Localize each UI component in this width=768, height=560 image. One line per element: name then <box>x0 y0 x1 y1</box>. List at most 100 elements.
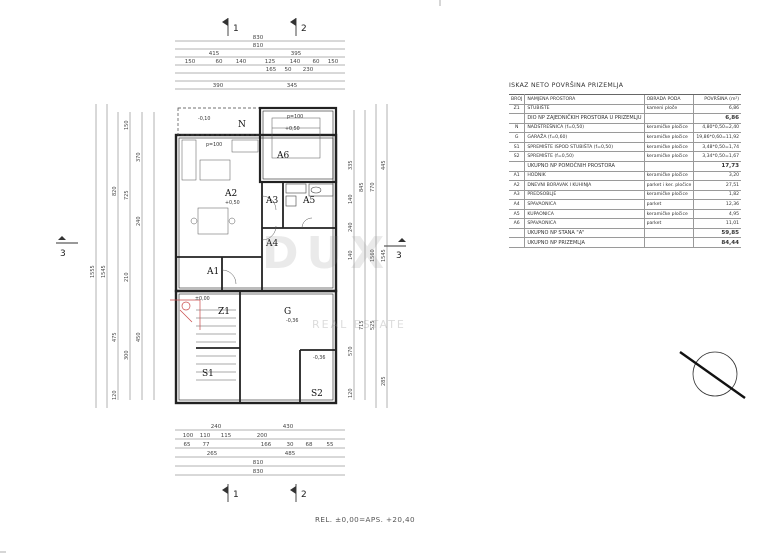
dim-bottom-115: 115 <box>221 433 232 439</box>
cell-area: 1,82 <box>693 190 742 201</box>
cell-no: S2 <box>509 151 526 162</box>
terrace-outline <box>177 107 261 136</box>
cell-no: A4 <box>509 199 526 210</box>
section-mark-1-top: 1 <box>233 24 239 34</box>
section-mark-1-bottom: 1 <box>233 490 239 500</box>
cell-name: DIO NP ZAJEDNIČKIH PROSTORA U PRIZEMLJU <box>524 113 645 124</box>
dim-top-390: 390 <box>213 83 224 89</box>
level-living-p: p=100 <box>206 142 222 148</box>
header-no: BROJ <box>509 94 526 105</box>
bottom-dimension-lines <box>175 429 345 476</box>
dim-right-715: 715 <box>359 320 365 330</box>
cell-floor: keramičke pločice <box>643 151 694 162</box>
dim-top-60b: 60 <box>313 59 320 65</box>
dim-left-1545: 1545 <box>101 265 107 278</box>
cell-name: SPREMIŠTE (f=0,50) <box>524 151 645 162</box>
cell-area: 6,86 <box>693 104 742 115</box>
dim-top-230: 230 <box>303 67 314 73</box>
entrance-detail <box>170 299 201 330</box>
table-title: ISKAZ NETO POVRŠINA PRIZEMLJA <box>509 82 624 89</box>
dim-right-335: 335 <box>348 160 354 170</box>
room-label-g: G <box>284 307 291 317</box>
cell-area: 59,85 <box>693 228 742 239</box>
dim-bottom-200: 200 <box>257 433 268 439</box>
level-entrance: ±0,00 <box>195 296 210 302</box>
dim-bottom-485: 485 <box>285 451 296 457</box>
door-swings <box>221 195 313 285</box>
cell-no <box>509 228 526 239</box>
bathroom-fixtures <box>285 183 334 207</box>
cell-name: DNEVNI BORAVAK I KUHINJA <box>524 180 645 191</box>
cell-floor: keramičke pločice <box>643 142 694 153</box>
room-label-z1: Z1 <box>218 307 230 317</box>
dim-left-475: 475 <box>112 332 118 342</box>
dim-top-140: 140 <box>236 59 247 65</box>
section-mark-2-bottom: 2 <box>301 490 307 500</box>
cell-floor: keramičke pločice <box>643 123 694 134</box>
cell-no: S1 <box>509 142 526 153</box>
cell-floor <box>643 161 694 172</box>
cell-area: 27,51 <box>693 180 742 191</box>
dim-right-120: 120 <box>348 388 354 398</box>
cell-floor <box>643 113 694 124</box>
watermark-subtitle: REAL ESTATE <box>312 318 406 331</box>
dim-top-810: 810 <box>253 43 264 49</box>
watermark-logo: DUX <box>262 228 393 279</box>
cell-no: G <box>509 132 526 143</box>
dim-right-770: 770 <box>370 182 376 192</box>
dim-top-395: 395 <box>291 51 302 57</box>
cell-no <box>509 161 526 172</box>
dim-right-845: 845 <box>359 182 365 192</box>
cell-no: A6 <box>509 218 526 229</box>
room-label-a1: A1 <box>206 267 219 277</box>
cell-name: GARAŽA (f=0,60) <box>524 132 645 143</box>
dim-top-165: 165 <box>266 67 277 73</box>
dim-left-240: 240 <box>136 216 142 226</box>
cell-area: 6,86 <box>693 113 742 124</box>
dim-bottom-65: 65 <box>184 442 191 448</box>
cell-floor: parket <box>643 218 694 229</box>
cell-name: SPREMIŠTE ISPOD STUBIŠTA (f=0,50) <box>524 142 645 153</box>
dim-bottom-30: 30 <box>287 442 294 448</box>
room-label-n: N <box>238 120 246 130</box>
section-arrows <box>58 18 406 494</box>
north-arrow <box>679 351 746 399</box>
dim-bottom-55: 55 <box>327 442 334 448</box>
left-dimension-lines <box>95 104 155 408</box>
interior-walls <box>176 182 336 403</box>
dim-bottom-68: 68 <box>306 442 313 448</box>
dim-bottom-240: 240 <box>211 424 222 430</box>
room-label-s2: S2 <box>311 389 323 399</box>
cell-area: 4,80*0,50=2,40 <box>693 123 742 134</box>
cell-area: 19,86*0,60=11,92 <box>693 132 742 143</box>
cell-name: NADSTREŠNICA (f=0,50) <box>524 123 645 134</box>
level-garage: -0,36 <box>286 318 298 324</box>
room-label-a3: A3 <box>265 196 278 206</box>
room-label-a6: A6 <box>276 151 289 161</box>
dim-top-415: 415 <box>209 51 220 57</box>
dim-bottom-430: 430 <box>283 424 294 430</box>
cell-name: HODNIK <box>524 171 645 182</box>
dim-right-525: 525 <box>370 320 376 330</box>
dim-top-50: 50 <box>285 67 292 73</box>
room-label-a2: A2 <box>224 189 237 199</box>
header-name: NAMJENA PROSTORA <box>524 94 645 105</box>
dim-bottom-166: 166 <box>261 442 272 448</box>
dim-left-300: 300 <box>124 350 130 360</box>
cell-area: 3,20 <box>693 171 742 182</box>
cell-floor: kameni ploče <box>643 104 694 115</box>
header-floor: OBRADA PODA <box>643 94 694 105</box>
cell-no <box>509 237 526 248</box>
level-terrace: -0,10 <box>198 116 210 122</box>
level-storage: -0,36 <box>313 355 325 361</box>
cell-name: UKUPNO NP PRIZEMLJA <box>524 237 645 248</box>
